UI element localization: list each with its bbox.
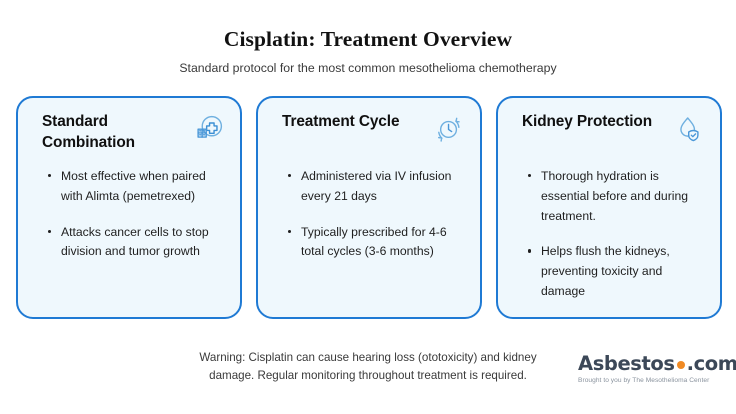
asbestos-com-logo[interactable]: Asbestos .com Brought to you by The Meso… (578, 352, 736, 384)
card-title: Standard Combination (42, 113, 135, 151)
logo-dot-icon (676, 361, 685, 369)
clock-refresh-icon (434, 114, 464, 144)
list-item: Helps flush the kidneys, preventing toxi… (528, 242, 704, 301)
card-kidney-protection[interactable]: Kidney Protection Thorough hydration is … (496, 96, 722, 319)
card-treatment-cycle[interactable]: Treatment Cycle Administered via IV infu… (256, 96, 482, 319)
page-title: Cisplatin: Treatment Overview (223, 27, 513, 51)
card-header: Treatment Cycle (272, 112, 466, 156)
water-drop-shield-check-icon (674, 114, 704, 144)
list-item: Typically prescribed for 4-6 total cycle… (288, 223, 464, 263)
list-item: Thorough hydration is essential before a… (528, 167, 704, 226)
card-bullet-list: Most effective when paired with Alimta (… (32, 167, 226, 262)
card-standard-combination[interactable]: Standard Combination Most effective when… (16, 96, 242, 319)
page-subtitle: Standard protocol for the most common me… (179, 60, 557, 75)
header: Cisplatin: Treatment Overview Standard p… (0, 0, 736, 75)
logo-name: Asbestos (578, 352, 675, 375)
card-title: Treatment Cycle (282, 113, 400, 130)
list-item: Attacks cancer cells to stop division an… (48, 223, 224, 263)
hospital-cross-circle-icon (194, 114, 224, 144)
logo-tagline: Brought to you by The Mesothelioma Cente… (578, 376, 710, 384)
warning-note: Warning: Cisplatin can cause hearing los… (0, 349, 736, 386)
card-title: Kidney Protection (522, 113, 652, 130)
warning-line-2: damage. Regular monitoring throughout tr… (209, 369, 527, 383)
list-item: Administered via IV infusion every 21 da… (288, 167, 464, 207)
card-header: Kidney Protection (512, 112, 706, 156)
warning-line-1: Warning: Cisplatin can cause hearing los… (199, 351, 537, 364)
card-header: Standard Combination (32, 112, 226, 156)
list-item: Most effective when paired with Alimta (… (48, 167, 224, 207)
card-bullet-list: Administered via IV infusion every 21 da… (272, 167, 466, 262)
logo-wordmark: Asbestos .com (578, 352, 736, 375)
card-row: Standard Combination Most effective when… (16, 96, 722, 319)
card-bullet-list: Thorough hydration is essential before a… (512, 167, 706, 302)
logo-tld: .com (686, 352, 736, 375)
